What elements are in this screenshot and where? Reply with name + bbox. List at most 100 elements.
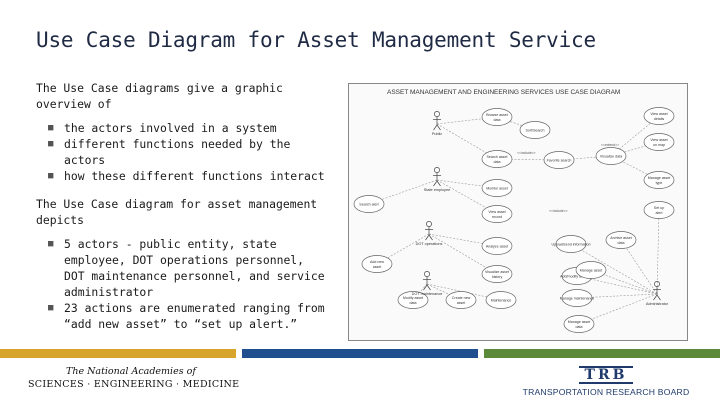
depicts-paragraph: The Use Case diagram for asset managemen…	[36, 197, 318, 227]
use-case-label: Manage maintenance	[560, 297, 595, 301]
bullet-text: different functions needed by the actors	[64, 137, 291, 167]
use-case-label: View asset	[650, 138, 667, 142]
nas-logo: The National Academies of SCIENCES · ENG…	[28, 366, 239, 390]
footer-bar-blue	[242, 349, 478, 358]
association-line	[426, 283, 462, 301]
use-case-label: Create new	[452, 296, 471, 300]
intro-bullet-list: ■the actors involved in a system ■ differ…	[46, 120, 326, 184]
use-case-label: Visualize asset	[485, 270, 509, 274]
use-case-ellipse	[575, 261, 607, 279]
use-case-label: Set up	[654, 206, 664, 210]
bullet-dot-icon: ■	[48, 303, 54, 313]
actor-admin-icon: Administrator	[646, 281, 669, 306]
use-case-sort: Sort/Search	[519, 121, 551, 139]
use-case-label: on map	[653, 143, 665, 147]
use-case-ellipse	[643, 201, 675, 219]
use-case-ellipse	[519, 121, 551, 139]
use-case-ellipse	[561, 289, 593, 307]
stereotype-label: <<include>>	[549, 209, 568, 213]
use-case-label: asset	[457, 301, 466, 305]
use-case-ellipse	[563, 315, 595, 333]
use-case-label: alert	[656, 211, 663, 215]
diagram-title: ASSET MANAGEMENT AND ENGINEERING SERVICE…	[387, 89, 620, 96]
use-case-label: data	[410, 301, 417, 305]
use-case-ellipse	[361, 255, 393, 273]
use-case-ellipse	[543, 151, 575, 169]
use-case-label: View asset	[650, 112, 667, 116]
bullet-dot-icon: ■	[48, 171, 54, 181]
association-line	[620, 239, 658, 295]
bullet-item: ■ how these different functions interact	[46, 168, 326, 184]
bullet-item: ■ 5 actors - public entity, state employe…	[46, 236, 326, 300]
association-line	[570, 243, 658, 295]
bullet-item: ■the actors involved in a system	[46, 120, 326, 136]
nas-logo-line1: The National Academies of	[66, 366, 196, 377]
use-case-manage2: Manage maintenance	[560, 289, 595, 307]
use-case-label: asset	[373, 265, 382, 269]
use-case-label: Monitor asset	[486, 187, 508, 191]
use-case-diagram: ASSET MANAGEMENT AND ENGINEERING SERVICE…	[348, 83, 688, 341]
trb-logo: TRB TRANSPORTATION RESEARCH BOARD	[522, 364, 690, 397]
intro-paragraph: The Use Case diagrams give a graphic ove…	[36, 81, 283, 111]
use-case-label: data	[494, 118, 501, 122]
actor-label: DOT operations	[416, 242, 443, 246]
use-case-label: record	[492, 215, 502, 219]
bullet-text: 23 actions are enumerated ranging from “…	[64, 301, 325, 331]
use-case-label: history	[492, 275, 503, 279]
use-case-ellipse	[643, 107, 675, 125]
diagram-canvas: ASSET MANAGEMENT AND ENGINEERING SERVICE…	[353, 89, 675, 333]
use-case-label: Visualize data	[600, 155, 622, 159]
use-case-label: Search alert	[359, 203, 378, 207]
bullet-text: 5 actors - public entity, state employee…	[64, 237, 325, 299]
use-case-ellipse	[445, 291, 477, 309]
slide-title: Use Case Diagram for Asset Management Se…	[36, 28, 596, 52]
use-case-label: Upload/send information	[552, 243, 591, 247]
use-case-label: Sort/Search	[526, 129, 545, 133]
actor-employee-icon: State employee	[424, 167, 450, 192]
use-case-favorite: Favorite search	[543, 151, 575, 169]
use-case-label: Manage asset	[568, 320, 591, 324]
use-case-label: Maintenance	[491, 299, 512, 303]
use-case-label: type	[656, 181, 663, 185]
use-case-ellipse	[595, 147, 627, 165]
use-case-ellipse	[481, 108, 513, 126]
use-case-label: Manage asset	[648, 176, 671, 180]
use-case-ellipse	[481, 150, 513, 168]
bullet-dot-icon: ■	[48, 123, 54, 133]
use-case-ellipse	[481, 237, 513, 255]
depicts-bullet-list: ■ 5 actors - public entity, state employe…	[46, 236, 326, 332]
use-case-label: Archive asset	[610, 236, 632, 240]
use-case-ellipse	[643, 171, 675, 189]
use-case-label: Add/modify attributes	[560, 275, 594, 279]
use-case-label: View asset	[488, 210, 505, 214]
use-case-alert: Search alert	[353, 195, 385, 213]
use-case-update: Upload/send information	[552, 235, 591, 253]
use-case-ellipse	[481, 265, 513, 283]
use-case-ellipse	[605, 231, 637, 249]
nas-logo-line2: SCIENCES · ENGINEERING · MEDICINE	[28, 379, 240, 390]
use-case-label: Analyze asset	[486, 245, 508, 249]
actor-label: State employee	[424, 188, 450, 192]
footer-bar-green	[484, 349, 720, 358]
bullet-dot-icon: ■	[48, 239, 54, 249]
actor-maint-icon: DOT maintenance	[412, 271, 443, 296]
actor-label: DOT maintenance	[412, 292, 443, 296]
use-case-ellipse	[485, 291, 517, 309]
bullet-text: how these different functions interact	[64, 169, 325, 183]
association-line	[428, 233, 498, 275]
use-case-ellipse	[397, 291, 429, 309]
use-case-ellipse	[555, 235, 587, 253]
